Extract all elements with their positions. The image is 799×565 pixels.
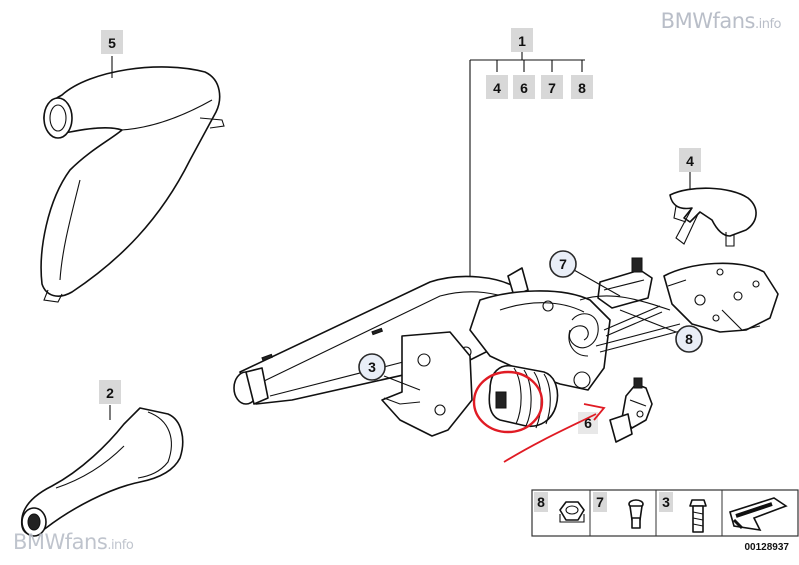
- callout-2: 2: [99, 380, 121, 404]
- svg-text:3: 3: [662, 494, 670, 510]
- svg-text:4: 4: [493, 80, 501, 96]
- part-2-lever-cover[interactable]: [21, 407, 184, 537]
- watermark-bottom: BMWfans.info: [13, 530, 134, 554]
- svg-text:1: 1: [518, 33, 526, 49]
- assembly-1-bracket: [469, 52, 585, 285]
- bolt-icon: [689, 499, 707, 533]
- callout-circle-8: 8: [675, 325, 703, 353]
- svg-text:8: 8: [685, 331, 693, 347]
- leader-line-circle-7: [573, 269, 621, 297]
- svg-text:2: 2: [106, 385, 114, 401]
- callout-5: 5: [101, 30, 123, 54]
- callout-sub-7: 7: [541, 75, 563, 99]
- highlight-circle-annotation: [472, 370, 544, 434]
- callout-circle-7: 7: [549, 250, 577, 278]
- part-5-grip-cover[interactable]: [40, 66, 225, 303]
- svg-text:5: 5: [108, 35, 116, 51]
- svg-text:8: 8: [537, 494, 545, 510]
- watermark-top: BMWfans.info: [660, 9, 782, 33]
- reference-number: 00128937: [745, 542, 790, 553]
- callout-sub-6: 6: [513, 75, 535, 99]
- part-6-cable-bracket[interactable]: [609, 377, 653, 443]
- leader-line-circle-8: [619, 309, 677, 333]
- legend-direction-arrow-icon: [729, 497, 788, 532]
- svg-text:6: 6: [520, 80, 528, 96]
- callout-6-bracket: 6: [578, 412, 598, 434]
- callout-sub-4: 4: [486, 75, 508, 99]
- red-arrow-annotation: [503, 403, 606, 463]
- svg-text:6: 6: [584, 415, 592, 431]
- legend-bolt-cell: 3: [659, 492, 707, 533]
- nut-icon: [559, 501, 585, 521]
- callout-sub-8: 8: [571, 75, 593, 99]
- leader-line-circle-3: [383, 375, 421, 391]
- svg-text:3: 3: [368, 359, 376, 375]
- svg-text:7: 7: [548, 80, 556, 96]
- callout-4: 4: [679, 148, 701, 172]
- legend-nut-cell: 8: [534, 492, 585, 523]
- callout-1: 1: [511, 28, 533, 52]
- pin-icon: [628, 499, 644, 529]
- handbrake-lever-assembly[interactable]: [233, 257, 779, 437]
- svg-text:8: 8: [578, 80, 586, 96]
- part-4-pawl-cover[interactable]: [669, 187, 757, 247]
- legend-pin-cell: 7: [593, 492, 644, 529]
- svg-text:7: 7: [559, 256, 567, 272]
- svg-text:4: 4: [686, 153, 694, 169]
- callout-circle-3: 3: [358, 353, 386, 381]
- svg-text:7: 7: [596, 494, 604, 510]
